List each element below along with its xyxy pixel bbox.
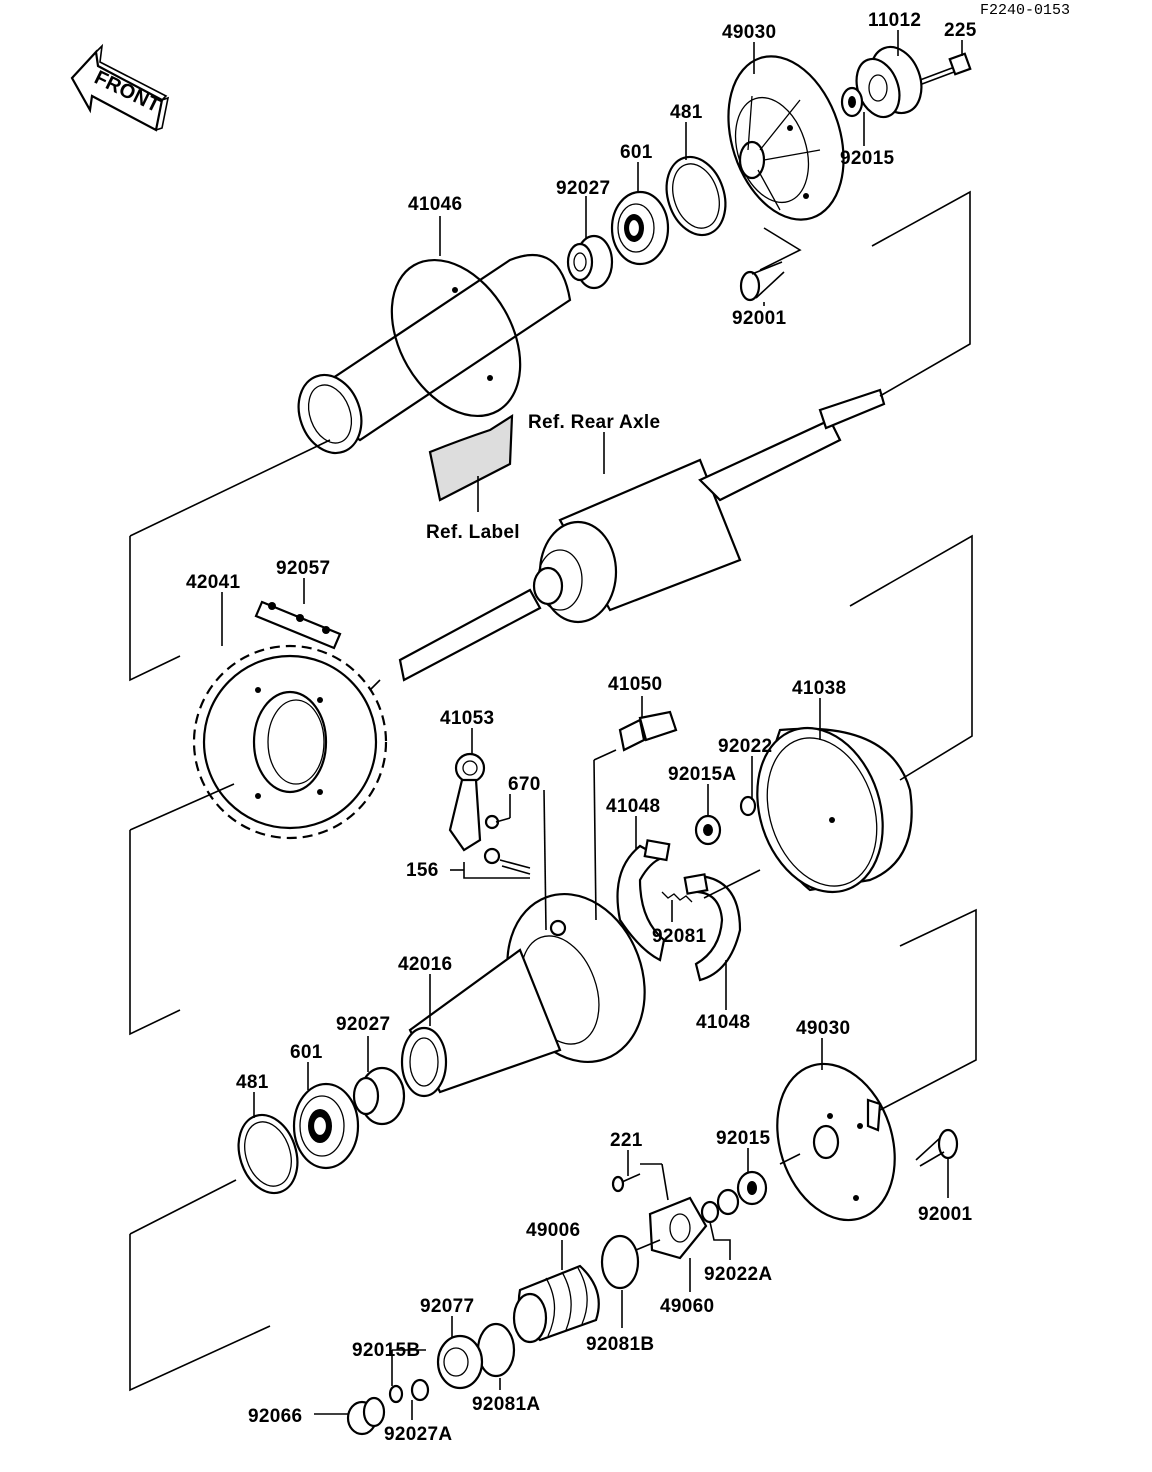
cap-92066 xyxy=(346,1396,386,1436)
label-92015A: 92015A xyxy=(668,764,736,785)
leader-lines xyxy=(221,30,963,1420)
bearing-601-bottom xyxy=(292,1082,360,1170)
label-92027-bottom: 92027 xyxy=(336,1014,390,1035)
label-49060: 49060 xyxy=(660,1296,714,1317)
label-601-top: 601 xyxy=(620,142,653,163)
ref-label-sheet xyxy=(428,413,514,502)
boot-49006 xyxy=(512,1264,600,1344)
alignment-lines xyxy=(129,190,977,1392)
bolt-221 xyxy=(611,1173,641,1193)
label-92066: 92066 xyxy=(248,1406,302,1427)
cam-lever-41053 xyxy=(448,752,531,875)
label-42041: 42041 xyxy=(186,572,240,593)
brake-drum-41038 xyxy=(756,726,913,894)
label-92027-top: 92027 xyxy=(556,178,610,199)
joint-49060 xyxy=(648,1196,708,1260)
label-49006: 49006 xyxy=(526,1220,580,1241)
nut-92077 xyxy=(436,1334,484,1390)
chain-joint-92057 xyxy=(254,600,342,650)
label-92077: 92077 xyxy=(420,1296,474,1317)
label-670: 670 xyxy=(508,774,541,795)
spring-92081 xyxy=(661,891,693,903)
collar-92027-top xyxy=(566,234,614,290)
bolt-92001-top xyxy=(739,261,785,302)
washer-92022 xyxy=(739,795,757,817)
hub-49030-bottom xyxy=(776,1062,896,1222)
label-92081: 92081 xyxy=(652,926,706,947)
label-601-bottom: 601 xyxy=(290,1042,323,1063)
label-92081A: 92081A xyxy=(472,1394,540,1415)
label-41053: 41053 xyxy=(440,708,494,729)
washer-92015B xyxy=(388,1384,404,1404)
tube-41046 xyxy=(297,253,572,455)
hub-42016 xyxy=(400,892,646,1098)
label-481-bottom: 481 xyxy=(236,1072,269,1093)
ref-label-label: Ref. Label xyxy=(426,522,520,543)
label-92022: 92022 xyxy=(718,736,772,757)
label-92057: 92057 xyxy=(276,558,330,579)
label-92001-bottom: 92001 xyxy=(918,1204,972,1225)
circlip-481-bottom xyxy=(237,1113,299,1195)
label-481-top: 481 xyxy=(670,102,703,123)
nut-92015-top xyxy=(840,86,864,118)
label-41050: 41050 xyxy=(608,674,662,695)
label-92015-bottom: 92015 xyxy=(716,1128,770,1149)
brake-shoe-41048-b xyxy=(683,873,742,982)
oring-92081B xyxy=(600,1234,640,1290)
label-225: 225 xyxy=(944,20,977,41)
label-42016: 42016 xyxy=(398,954,452,975)
label-11012: 11012 xyxy=(868,10,921,31)
oring-92081A xyxy=(476,1322,516,1378)
brake-shoe-41048-a xyxy=(616,839,671,962)
label-92027A: 92027A xyxy=(384,1424,452,1445)
label-92001-top: 92001 xyxy=(732,308,786,329)
label-49030-bottom: 49030 xyxy=(796,1018,850,1039)
nut-92015-bottom xyxy=(736,1170,768,1206)
label-41038: 41038 xyxy=(792,678,846,699)
label-41048-b: 41048 xyxy=(696,1012,750,1033)
bolt-92001-bottom xyxy=(915,1128,959,1167)
collar-92027-bottom xyxy=(352,1066,406,1126)
bolt-225 xyxy=(919,52,972,85)
part-labels: F2240-0153 49030 11012 225 481 601 92015… xyxy=(186,2,1070,1445)
label-92022A: 92022A xyxy=(704,1264,772,1285)
rear-axle xyxy=(369,388,886,691)
hub-49030-top xyxy=(727,55,845,221)
diagram-code: F2240-0153 xyxy=(980,2,1070,19)
label-92015-top: 92015 xyxy=(840,148,894,169)
sprocket-42041 xyxy=(192,644,388,840)
brake-cam-41050 xyxy=(618,710,678,752)
label-156: 156 xyxy=(406,860,439,881)
label-41048-a: 41048 xyxy=(606,796,660,817)
collar-92027A xyxy=(410,1378,430,1402)
label-221: 221 xyxy=(610,1130,643,1151)
label-92015B: 92015B xyxy=(352,1340,420,1361)
front-arrow: FRONT xyxy=(70,43,170,132)
nut-92015A xyxy=(694,814,722,846)
ref-rear-axle-label: Ref. Rear Axle xyxy=(528,412,660,433)
circlip-481-top xyxy=(665,155,727,237)
bearing-601-top xyxy=(610,190,670,266)
label-92081B: 92081B xyxy=(586,1334,654,1355)
washer-92022A xyxy=(700,1188,740,1224)
label-49030-top: 49030 xyxy=(722,22,776,43)
label-41046: 41046 xyxy=(408,194,462,215)
